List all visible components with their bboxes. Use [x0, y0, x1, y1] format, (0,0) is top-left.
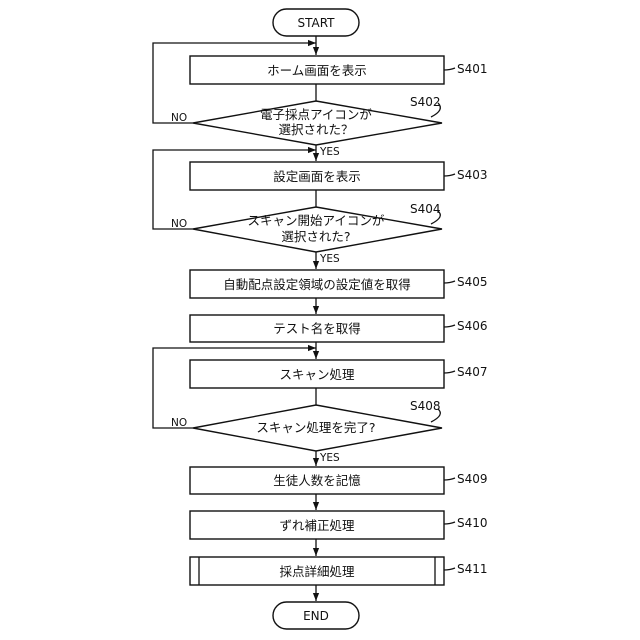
decision-s402-line1: 電子採点アイコンが [260, 107, 372, 122]
step-s407: スキャン処理 S407 [190, 360, 488, 388]
decision-s402-line2: 選択された？ [278, 122, 353, 137]
decision-s404-line2: 選択された? [281, 229, 350, 244]
step-s410-text: ずれ補正処理 [279, 518, 355, 533]
start-terminal: START [273, 9, 359, 36]
decision-s402-id: S402 [410, 95, 441, 109]
step-s401-id: S401 [457, 62, 488, 76]
step-s403-text: 設定画面を表示 [273, 169, 361, 184]
step-s406: テスト名を取得 S406 [190, 315, 488, 342]
end-label: END [303, 609, 329, 623]
step-s401: ホーム画面を表示 S401 [190, 56, 488, 84]
decision-s402-no: NO [171, 112, 187, 124]
step-s406-text: テスト名を取得 [273, 321, 361, 336]
start-label: START [297, 16, 335, 30]
step-s409: 生徒人数を記憶 S409 [190, 467, 488, 494]
decision-s404-no: NO [171, 218, 187, 230]
step-s410-id: S410 [457, 516, 488, 530]
decision-s404-id: S404 [410, 202, 441, 216]
decision-s408-no: NO [171, 417, 187, 429]
step-s405-id: S405 [457, 275, 488, 289]
step-s410: ずれ補正処理 S410 [190, 511, 488, 539]
decision-s408-yes: YES [319, 452, 340, 464]
step-s411-text: 採点詳細処理 [279, 564, 355, 579]
decision-s404-yes: YES [319, 253, 340, 265]
step-s411-id: S411 [457, 562, 488, 576]
decision-s408-text: スキャン処理を完了? [256, 420, 375, 435]
step-s407-id: S407 [457, 365, 488, 379]
step-s403-id: S403 [457, 168, 488, 182]
decision-s408-id: S408 [410, 399, 441, 413]
decision-s408: スキャン処理を完了? S408 NO YES [171, 399, 442, 464]
step-s403: 設定画面を表示 S403 [190, 162, 488, 190]
step-s401-text: ホーム画面を表示 [267, 63, 367, 78]
decision-s404: スキャン開始アイコンが 選択された? S404 NO YES [171, 202, 442, 265]
step-s406-id: S406 [457, 319, 488, 333]
decision-s402: 電子採点アイコンが 選択された？ S402 NO YES [171, 95, 442, 158]
step-s411: 採点詳細処理 S411 [190, 557, 488, 585]
step-s409-id: S409 [457, 472, 488, 486]
decision-s402-yes: YES [319, 146, 340, 158]
step-s407-text: スキャン処理 [279, 367, 355, 382]
step-s409-text: 生徒人数を記憶 [273, 473, 361, 488]
end-terminal: END [273, 602, 359, 629]
decision-s404-line1: スキャン開始アイコンが [248, 213, 385, 228]
step-s405-text: 自動配点設定領域の設定値を取得 [223, 277, 411, 292]
step-s405: 自動配点設定領域の設定値を取得 S405 [190, 270, 488, 298]
